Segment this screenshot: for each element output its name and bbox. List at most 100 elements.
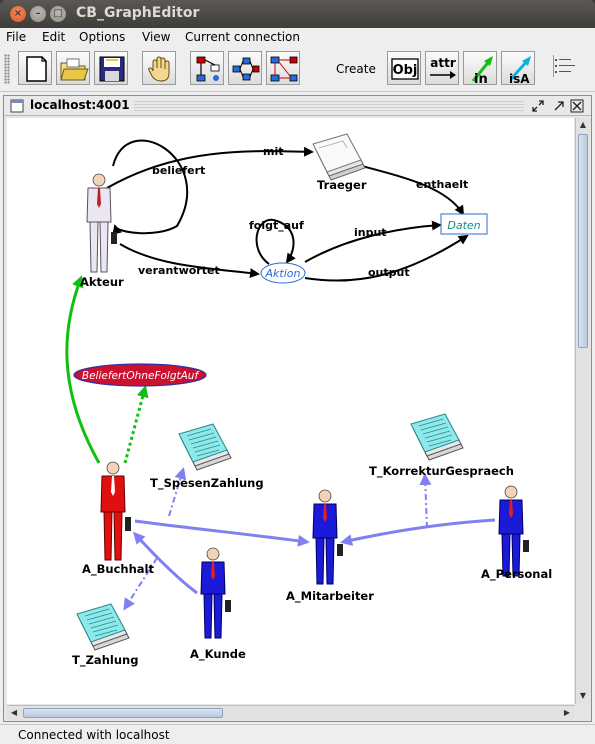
node-a-buchhalt[interactable]: A_Buchhalt	[82, 562, 154, 577]
title-bar: × – □ CB_GraphEditor	[0, 0, 595, 28]
open-button[interactable]	[56, 51, 90, 85]
edge-constraint-link[interactable]	[123, 385, 149, 464]
window-title: CB_GraphEditor	[76, 5, 200, 21]
instanceof-arrow-icon: in	[471, 56, 493, 85]
create-attribute-button[interactable]: attr	[425, 51, 459, 85]
node-t-spesenzahlung[interactable]: T_SpesenZahlung	[150, 476, 264, 491]
node-daten: Daten	[447, 219, 480, 232]
maximize-window-button[interactable]: □	[50, 6, 66, 22]
close-window-button[interactable]: ×	[10, 6, 26, 22]
create-label: Create	[336, 62, 376, 76]
svg-text:isA: isA	[509, 72, 530, 85]
scroll-right-icon[interactable]: ▶	[563, 708, 571, 717]
hand-icon	[148, 56, 170, 82]
menu-view[interactable]: View	[142, 30, 171, 44]
edge-enthaelt[interactable]	[361, 165, 465, 216]
save-button[interactable]	[94, 51, 128, 85]
horizontal-scrollbar[interactable]: ◀ ▶	[7, 705, 575, 720]
document-edges	[123, 467, 432, 611]
toolbar-grip[interactable]	[4, 54, 10, 84]
label-input: input	[354, 226, 387, 239]
menu-bar: File Edit Options View Current connectio…	[0, 28, 595, 48]
toolbar: Create Obj attr in i	[0, 48, 595, 92]
status-text: Connected with localhost	[18, 728, 170, 742]
traeger-document-icon[interactable]	[312, 133, 366, 181]
label-output: output	[368, 266, 410, 279]
scroll-down-icon[interactable]: ▼	[579, 691, 587, 700]
list-view-button[interactable]	[549, 51, 585, 85]
menu-file[interactable]: File	[6, 30, 27, 44]
create-isa-button[interactable]: isA	[501, 51, 535, 85]
restore-icon[interactable]	[531, 99, 545, 113]
zahlung-document-icon[interactable]	[76, 603, 130, 651]
scroll-left-icon[interactable]: ◀	[10, 708, 18, 717]
node-traeger[interactable]: Traeger	[317, 178, 367, 192]
akteur-person-icon[interactable]	[86, 173, 117, 273]
create-object-button[interactable]: Obj	[387, 51, 421, 85]
edge-verantwortet[interactable]	[119, 243, 260, 279]
edge-to-zahlung[interactable]	[123, 557, 158, 611]
svg-text:attr: attr	[430, 56, 456, 70]
mitarbeiter-person-icon[interactable]	[312, 489, 343, 585]
edge-output[interactable]	[304, 234, 469, 282]
edge-instanceof-akteur[interactable]	[65, 275, 101, 464]
close-frame-icon[interactable]	[570, 99, 584, 113]
label-folgt-auf: folgt_auf	[249, 219, 304, 232]
object-box-icon: Obj	[391, 58, 419, 80]
isa-arrow-icon: isA	[509, 56, 531, 85]
menu-current-connection[interactable]: Current connection	[185, 30, 301, 44]
edge-beliefert[interactable]	[112, 139, 189, 236]
internal-frame-titlebar[interactable]: localhost:4001	[4, 96, 591, 116]
menu-edit[interactable]: Edit	[42, 30, 66, 44]
menu-options[interactable]: Options	[79, 30, 126, 44]
edge-input[interactable]	[304, 220, 442, 263]
open-folder-icon	[60, 58, 89, 81]
edge-mit[interactable]	[106, 146, 314, 189]
node-t-zahlung[interactable]: T_Zahlung	[72, 653, 138, 668]
minimize-window-button[interactable]: –	[30, 6, 46, 22]
frame-window-icon	[10, 99, 24, 113]
korrekturgespraech-document-icon[interactable]	[410, 413, 464, 461]
aktion-ellipse[interactable]	[260, 262, 306, 284]
horizontal-scroll-thumb[interactable]	[23, 708, 223, 718]
edge-personal-mitarbeiter[interactable]	[340, 518, 496, 546]
edge-buchhalt-mitarbeiter[interactable]	[134, 519, 310, 547]
maximize-frame-icon[interactable]	[552, 99, 566, 113]
title-stripes	[134, 100, 524, 111]
schema-edges	[106, 139, 469, 282]
node-a-mitarbeiter[interactable]: A_Mitarbeiter	[286, 589, 374, 604]
node-akteur[interactable]: Akteur	[80, 275, 124, 289]
graph-canvas[interactable]: beliefert mit enthaelt folgt_auf input o…	[7, 118, 574, 704]
node-a-kunde[interactable]: A_Kunde	[190, 647, 246, 662]
graph-tool-2-button[interactable]	[228, 51, 262, 85]
node-t-korrekturgespraech[interactable]: T_KorrekturGespraech	[369, 464, 514, 479]
label-verantwortet: verantwortet	[138, 264, 220, 277]
pan-tool-button[interactable]	[142, 51, 176, 85]
node-a-personal[interactable]: A_Personal	[481, 567, 552, 582]
graph-tool-1-button[interactable]	[190, 51, 224, 85]
status-bar: Connected with localhost	[0, 724, 595, 744]
label-enthaelt: enthaelt	[416, 178, 468, 191]
list-icon	[553, 55, 575, 77]
edge-to-korrekturgespraech[interactable]	[419, 473, 432, 529]
new-file-button[interactable]	[18, 51, 52, 85]
edge-kunde-buchhalt[interactable]	[132, 531, 198, 595]
create-instanceof-button[interactable]: in	[463, 51, 497, 85]
graph-tool-3-button[interactable]	[266, 51, 300, 85]
personal-person-icon[interactable]	[498, 485, 529, 577]
kunde-person-icon[interactable]	[200, 547, 231, 639]
floppy-disk-icon	[99, 56, 125, 82]
buchhalt-person-icon[interactable]	[100, 461, 131, 561]
node-aktion: Aktion	[265, 267, 301, 280]
vertical-scroll-thumb[interactable]	[578, 134, 588, 348]
instance-edges	[132, 518, 496, 595]
vertical-scrollbar[interactable]: ▲ ▼	[575, 118, 590, 704]
spesenzahlung-document-icon[interactable]	[178, 423, 232, 471]
constraint-ellipse[interactable]	[73, 363, 207, 387]
scroll-up-icon[interactable]: ▲	[579, 120, 587, 129]
graph-nodes-icon	[196, 56, 220, 82]
daten-box[interactable]	[440, 213, 488, 235]
edge-folgt-auf[interactable]	[255, 218, 296, 265]
attribute-arrow-icon: attr	[430, 56, 456, 79]
edge-to-spesenzahlung[interactable]	[168, 467, 187, 517]
